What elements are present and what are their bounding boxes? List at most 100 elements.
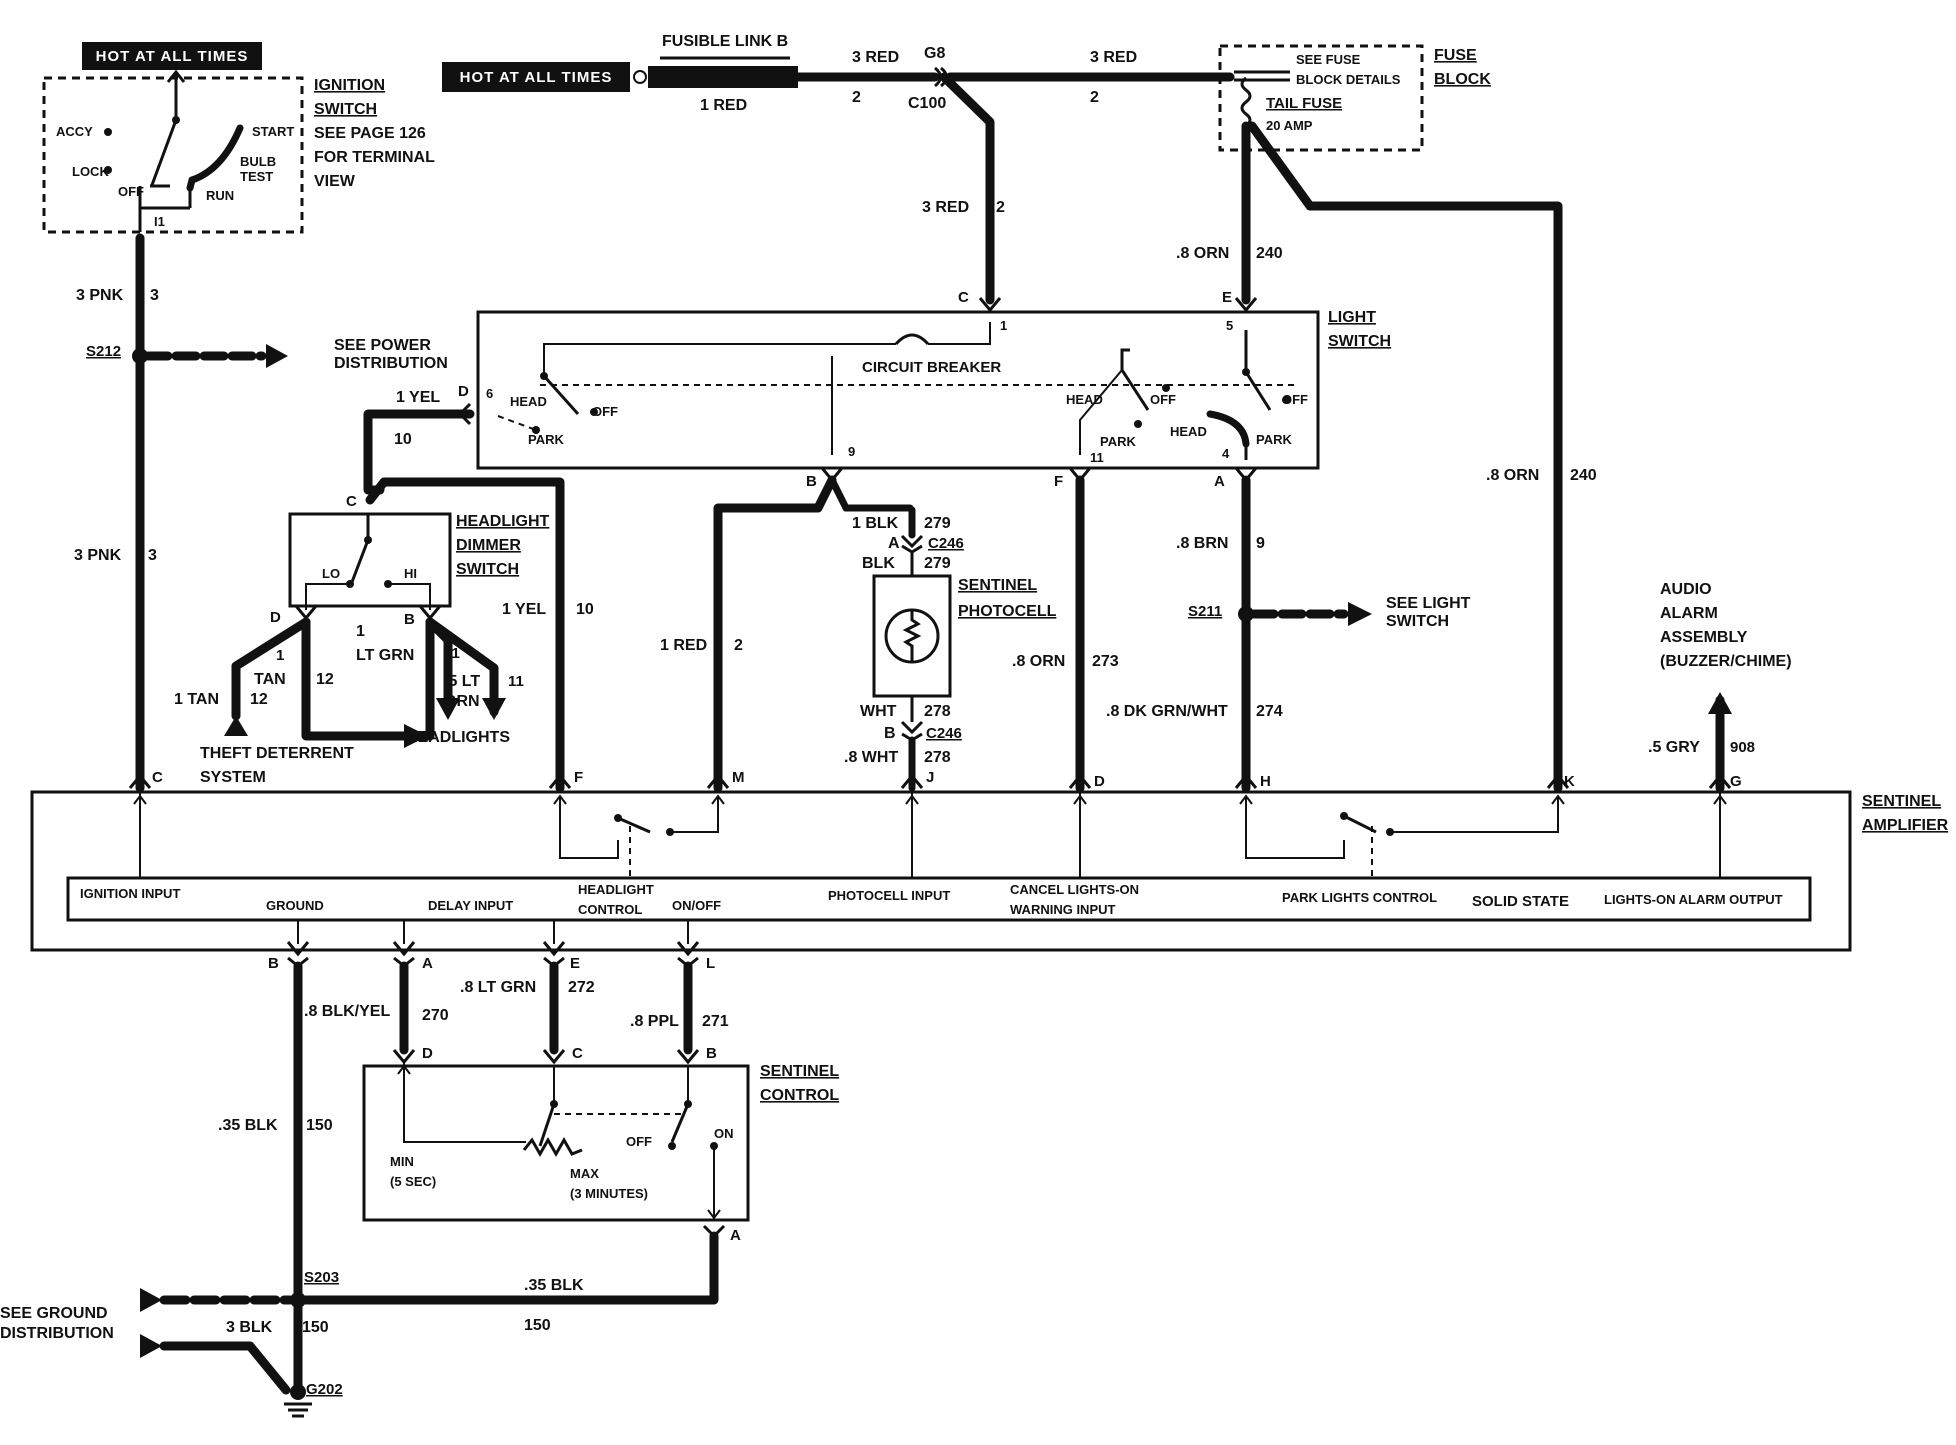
diagram-label: 270 — [422, 1007, 449, 1024]
diagram-label: HEADLIGHTS — [406, 729, 510, 746]
diagram-label: PHOTOCELL — [958, 603, 1057, 620]
diagram-label: A — [422, 955, 433, 972]
diagram-label: 11 — [1090, 450, 1104, 465]
diagram-label: .8 DK GRN/WHT — [1106, 703, 1228, 720]
diagram-label: .35 BLK — [524, 1277, 584, 1294]
diagram-label: TEST — [240, 169, 273, 184]
diagram-label: G8 — [924, 45, 945, 62]
diagram-label: SEE PAGE 126 — [314, 125, 426, 142]
diagram-label: .5 GRY — [1648, 739, 1700, 756]
diagram-label: HI — [404, 566, 417, 581]
diagram-label: PHOTOCELL INPUT — [828, 888, 950, 903]
diagram-label: C100 — [908, 95, 946, 112]
diagram-label: .8 BLK/YEL — [304, 1003, 390, 1020]
diagram-label: C — [346, 493, 357, 510]
diagram-label: 1 YEL — [396, 389, 440, 406]
diagram-label: LT GRN — [356, 647, 414, 664]
diagram-label: TAIL FUSE — [1266, 95, 1342, 112]
diagram-label: C — [958, 289, 969, 306]
diagram-label: LOCK — [72, 164, 109, 179]
diagram-label: OFF — [1282, 392, 1308, 407]
diagram-label: 278 — [924, 703, 951, 720]
diagram-label: AUDIO — [1660, 581, 1712, 598]
diagram-label: 1 TAN — [174, 691, 219, 708]
diagram-label: 6 — [486, 386, 493, 401]
diagram-label: L — [706, 955, 715, 972]
diagram-label: 2 — [734, 637, 743, 654]
diagram-label: 10 — [394, 431, 412, 448]
diagram-label: 279 — [924, 555, 951, 572]
diagram-label: PARK — [1100, 434, 1136, 449]
splice-s203 — [290, 1292, 306, 1308]
diagram-label: ON — [714, 1126, 734, 1141]
light-switch-box — [476, 310, 1320, 470]
diagram-label: E — [570, 955, 580, 972]
diagram-label: .8 PPL — [630, 1013, 679, 1030]
amp-bottom-pins — [286, 941, 700, 968]
diagram-label: 20 AMP — [1266, 118, 1313, 133]
diagram-label: B — [268, 955, 279, 972]
diagram-label: E — [1222, 289, 1232, 306]
diagram-label: B — [806, 473, 817, 490]
wire-1red-2 — [713, 475, 837, 793]
hot-tag-fusible: HOT AT ALL TIMES — [442, 62, 630, 92]
diagram-label: 273 — [1092, 653, 1119, 670]
diagram-label: B — [884, 725, 896, 742]
diagram-label: 3 — [148, 547, 157, 564]
diagram-label: SWITCH — [456, 561, 519, 578]
diagram-label: .8 LT GRN — [460, 979, 536, 996]
diagram-label: IGNITION INPUT — [80, 886, 180, 901]
diagram-label: 271 — [702, 1013, 729, 1030]
diagram-label: 1 RED — [660, 637, 707, 654]
diagram-label: .8 ORN — [1486, 467, 1539, 484]
diagram-label: DELAY INPUT — [428, 898, 513, 913]
ignition-switch-internals — [104, 69, 244, 232]
diagram-label: SWITCH — [1386, 613, 1449, 630]
diagram-label: (5 SEC) — [390, 1174, 436, 1189]
diagram-label: BLOCK DETAILS — [1296, 72, 1401, 87]
diagram-label: 10 — [576, 601, 594, 618]
diagram-label: 3 RED — [852, 49, 899, 66]
hot-tag-ignition: HOT AT ALL TIMES — [82, 42, 262, 70]
diagram-label: SEE GROUND — [0, 1305, 108, 1322]
diagram-label: SWITCH — [314, 101, 377, 118]
wire-3red-down — [939, 72, 995, 305]
diagram-label: BLK — [862, 555, 895, 572]
amp-internals — [133, 792, 1727, 944]
diagram-label: H — [1260, 773, 1271, 790]
diagram-label: CONTROL — [578, 902, 642, 917]
diagram-label: ACCY — [56, 124, 93, 139]
diagram-label: 3 PNK — [74, 547, 122, 564]
diagram-label: (BUZZER/CHIME) — [1660, 653, 1792, 670]
diagram-label: 908 — [1730, 739, 1755, 756]
diagram-label: 279 — [924, 515, 951, 532]
diagram-label: A — [888, 535, 900, 552]
diagram-label: OFF — [592, 404, 618, 419]
diagram-label: DISTRIBUTION — [334, 355, 448, 372]
diagram-label: 5 — [1226, 318, 1233, 333]
diagram-label: .5 LT — [444, 673, 480, 690]
light-switch-internals — [497, 322, 1290, 460]
diagram-label: OFF — [1150, 392, 1176, 407]
diagram-label: S211 — [1188, 603, 1222, 620]
diagram-label: HEAD — [1170, 424, 1207, 439]
diagram-label: HEAD — [1066, 392, 1103, 407]
diagram-label: 272 — [568, 979, 595, 996]
diagram-label: ASSEMBLY — [1660, 629, 1748, 646]
diagram-label: MAX — [570, 1166, 599, 1181]
diagram-label: B — [404, 611, 415, 628]
diagram-label: DIMMER — [456, 537, 521, 554]
diagram-label: VIEW — [314, 173, 356, 190]
diagram-label: 3 — [150, 287, 159, 304]
diagram-label: OFF — [626, 1134, 652, 1149]
diagram-label: FUSE — [1434, 47, 1477, 64]
diagram-label: SENTINEL — [760, 1063, 839, 1080]
diagram-label: CONTROL — [760, 1087, 839, 1104]
diagram-label: D — [458, 383, 469, 400]
diagram-label: 3 RED — [922, 199, 969, 216]
diagram-label: D — [270, 609, 281, 626]
diagram-label: C246 — [926, 725, 962, 742]
wire-lt-grn — [301, 617, 405, 741]
diagram-label: IGNITION — [314, 77, 385, 94]
diagram-label: 12 — [250, 691, 268, 708]
